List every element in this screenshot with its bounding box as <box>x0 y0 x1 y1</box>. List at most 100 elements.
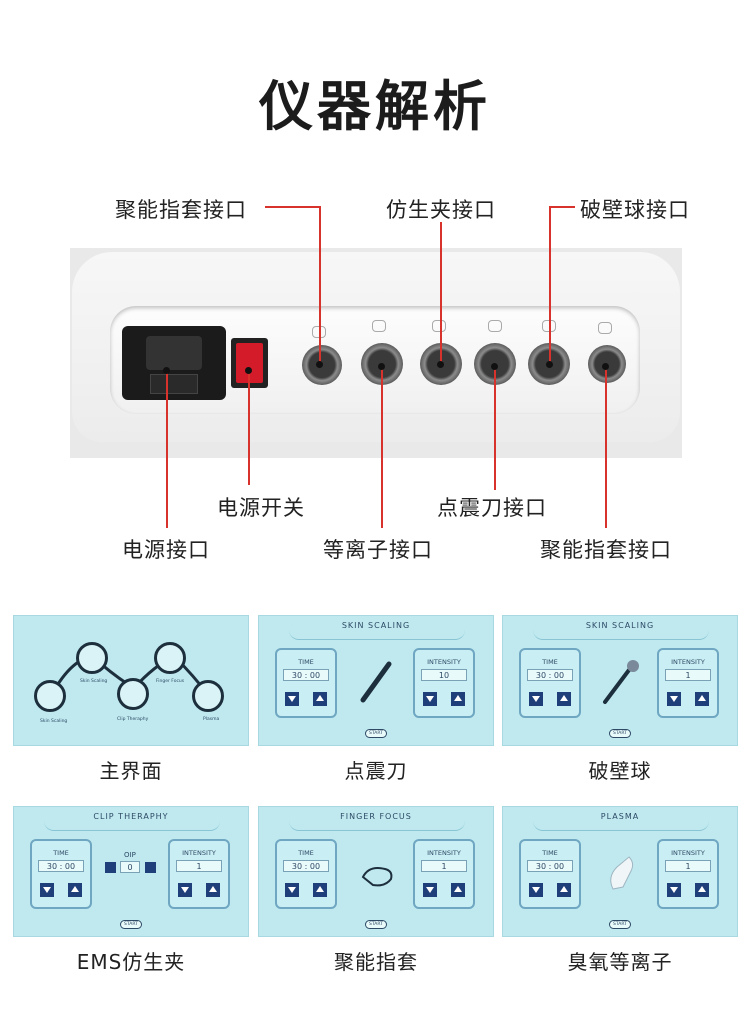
intensity-down-button[interactable] <box>423 883 437 897</box>
screen-caption: 臭氧等离子 <box>567 950 673 974</box>
power-socket-inlet <box>146 336 202 370</box>
time-box: TIME 30 : 00 <box>519 839 581 909</box>
callout-dot <box>316 361 323 368</box>
callout-dot <box>378 363 385 370</box>
time-down-button[interactable] <box>529 883 543 897</box>
start-button[interactable]: START <box>365 729 387 738</box>
time-up-button[interactable] <box>557 692 571 706</box>
callout-line <box>381 366 383 528</box>
clip-therapy-icon[interactable] <box>117 678 149 710</box>
clip-icon <box>432 320 446 332</box>
screen-caption: 主界面 <box>99 759 163 783</box>
intensity-up-button[interactable] <box>451 692 465 706</box>
callout-label: 电源开关 <box>217 496 305 520</box>
intensity-label: INTENSITY <box>182 849 216 857</box>
page-title: 仪器解析 <box>259 75 491 138</box>
time-down-button[interactable] <box>529 692 543 706</box>
power-socket <box>122 326 226 400</box>
time-value: 30 : 00 <box>527 669 573 681</box>
start-button[interactable]: START <box>120 920 142 929</box>
callout-dot <box>437 361 444 368</box>
time-down-button[interactable] <box>285 692 299 706</box>
intensity-down-button[interactable] <box>423 692 437 706</box>
intensity-label: INTENSITY <box>427 658 461 666</box>
intensity-up-button[interactable] <box>695 883 709 897</box>
intensity-up-button[interactable] <box>695 692 709 706</box>
time-value: 30 : 00 <box>527 860 573 872</box>
time-down-button[interactable] <box>285 883 299 897</box>
time-value: 30 : 00 <box>38 860 84 872</box>
callout-label: 仿生夹接口 <box>386 198 496 222</box>
time-up-button[interactable] <box>313 883 327 897</box>
callout-line <box>549 206 575 208</box>
callout-dot <box>602 363 609 370</box>
callout-dot <box>491 363 498 370</box>
intensity-up-button[interactable] <box>206 883 220 897</box>
menu-label-skin-scaling: Skin Scaling <box>40 719 68 724</box>
screen-caption: 破壁球 <box>588 759 652 783</box>
callout-label: 聚能指套接口 <box>540 538 672 562</box>
callout-label: 电源接口 <box>122 538 210 562</box>
callout-line <box>494 366 496 490</box>
screen-ball: SKIN SCALING TIME 30 : 00 INTENSITY 1 ST… <box>502 615 738 746</box>
skin-scaling-top-icon[interactable] <box>76 642 108 674</box>
intensity-down-button[interactable] <box>667 883 681 897</box>
callout-line <box>440 222 442 364</box>
callout-line <box>549 206 551 364</box>
callout-line <box>605 366 607 528</box>
menu-label-finger-focus: Finger Focus <box>156 679 185 684</box>
screen-header: FINGER FOCUS <box>340 812 412 821</box>
intensity-box: INTENSITY 1 <box>168 839 230 909</box>
start-button[interactable]: START <box>609 920 631 929</box>
time-up-button[interactable] <box>313 692 327 706</box>
menu-label-clip-therapy: Clip Theraphy <box>117 717 149 722</box>
time-up-button[interactable] <box>557 883 571 897</box>
screen-caption: 点震刀 <box>344 759 408 783</box>
intensity-label: INTENSITY <box>671 849 705 857</box>
intensity-value: 1 <box>421 860 467 872</box>
intensity-label: INTENSITY <box>427 849 461 857</box>
oip-label: OIP <box>124 851 136 859</box>
callout-line <box>166 370 168 528</box>
oip-down-button[interactable] <box>105 862 116 873</box>
screen-plasma: PLASMA TIME 30 : 00 INTENSITY 1 START <box>502 806 738 937</box>
plasma-icon[interactable] <box>192 680 224 712</box>
intensity-value: 10 <box>421 669 467 681</box>
oip-value: 0 <box>120 861 140 873</box>
header-arc <box>533 821 709 831</box>
screen-finger-focus: FINGER FOCUS TIME 30 : 00 INTENSITY 1 ST… <box>258 806 494 937</box>
intensity-down-button[interactable] <box>178 883 192 897</box>
start-button[interactable]: START <box>609 729 631 738</box>
screen-caption: EMS仿生夹 <box>76 950 186 974</box>
plasma-tool-icon <box>610 856 634 890</box>
callout-dot <box>546 361 553 368</box>
time-label: TIME <box>542 849 558 857</box>
intensity-up-button[interactable] <box>451 883 465 897</box>
finger-focus-icon[interactable] <box>154 642 186 674</box>
screen-main-menu: Skin Scaling Skin Scaling Clip Theraphy … <box>13 615 249 746</box>
oip-up-button[interactable] <box>145 862 156 873</box>
finger-tool-icon <box>361 867 393 887</box>
intensity-value: 1 <box>176 860 222 872</box>
header-arc <box>289 630 465 640</box>
time-value: 30 : 00 <box>283 669 329 681</box>
intensity-label: INTENSITY <box>671 658 705 666</box>
time-box: TIME 30 : 00 <box>275 648 337 718</box>
intensity-box: INTENSITY 10 <box>413 648 475 718</box>
screen-header: SKIN SCALING <box>585 621 655 630</box>
start-button[interactable]: START <box>365 920 387 929</box>
header-arc <box>44 821 220 831</box>
header-arc <box>533 630 709 640</box>
plasma-icon <box>372 320 386 332</box>
skin-scaling-icon[interactable] <box>34 680 66 712</box>
time-up-button[interactable] <box>68 883 82 897</box>
time-down-button[interactable] <box>40 883 54 897</box>
menu-label-skin-scaling-top: Skin Scaling <box>80 679 108 684</box>
callout-line <box>248 370 250 485</box>
screen-skin-scaling-knife: SKIN SCALING TIME 30 : 00 INTENSITY 10 S… <box>258 615 494 746</box>
callout-dot <box>163 367 170 374</box>
callout-line <box>265 206 321 208</box>
callout-label: 聚能指套接口 <box>115 198 247 222</box>
time-box: TIME 30 : 00 <box>275 839 337 909</box>
intensity-down-button[interactable] <box>667 692 681 706</box>
